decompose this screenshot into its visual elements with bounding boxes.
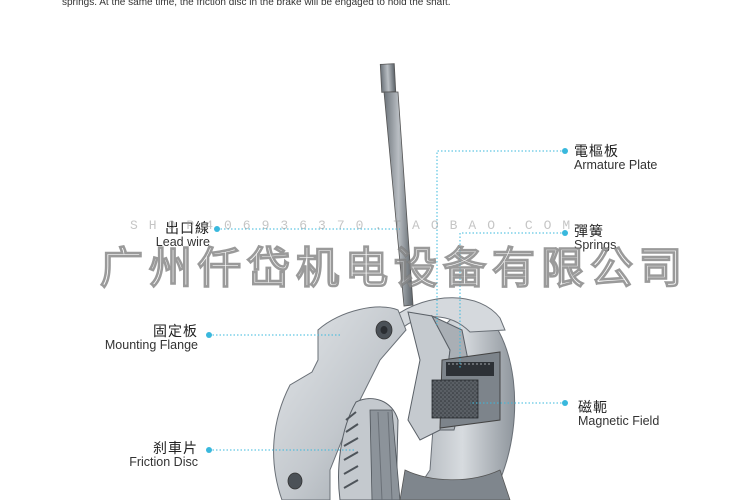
label-magnetic-zh: 磁軛 [578,399,608,415]
label-lead-wire-zh: 出口線 [165,220,210,236]
label-lead-wire: 出口線 Lead wire [155,220,210,250]
label-friction-zh: 刹車片 [153,440,198,456]
leader-armature [436,150,565,325]
label-mounting-flange: 固定板 Mounting Flange [104,323,198,353]
label-springs-zh: 彈簧 [574,223,604,239]
label-lead-wire-en: Lead wire [155,235,210,250]
label-springs-en: Springs [574,238,617,253]
label-friction-en: Friction Disc [129,455,198,470]
label-armature-en: Armature Plate [574,158,658,173]
label-armature-zh: 電樞板 [574,143,619,159]
lead-wire-shape [379,63,414,307]
lower-disc-shape [399,469,511,500]
leader-dots [206,148,568,453]
label-springs: 彈簧 Springs [574,223,617,253]
leader-springs [459,232,565,368]
label-magnetic-field: 磁軛 Magnetic Field [578,399,660,429]
label-friction-disc: 刹車片 Friction Disc [129,440,198,470]
label-armature-plate: 電樞板 Armature Plate [574,143,658,173]
mounting-flange-shape [273,306,407,500]
label-mounting-en: Mounting Flange [104,338,198,353]
magnetic-core-shape [431,351,501,429]
intro-text: springs. At the same time, the friction … [62,0,451,8]
leader-lines [209,150,565,451]
friction-disc-shape [338,398,401,500]
label-magnetic-en: Magnetic Field [578,414,660,429]
label-mounting-zh: 固定板 [153,323,198,339]
